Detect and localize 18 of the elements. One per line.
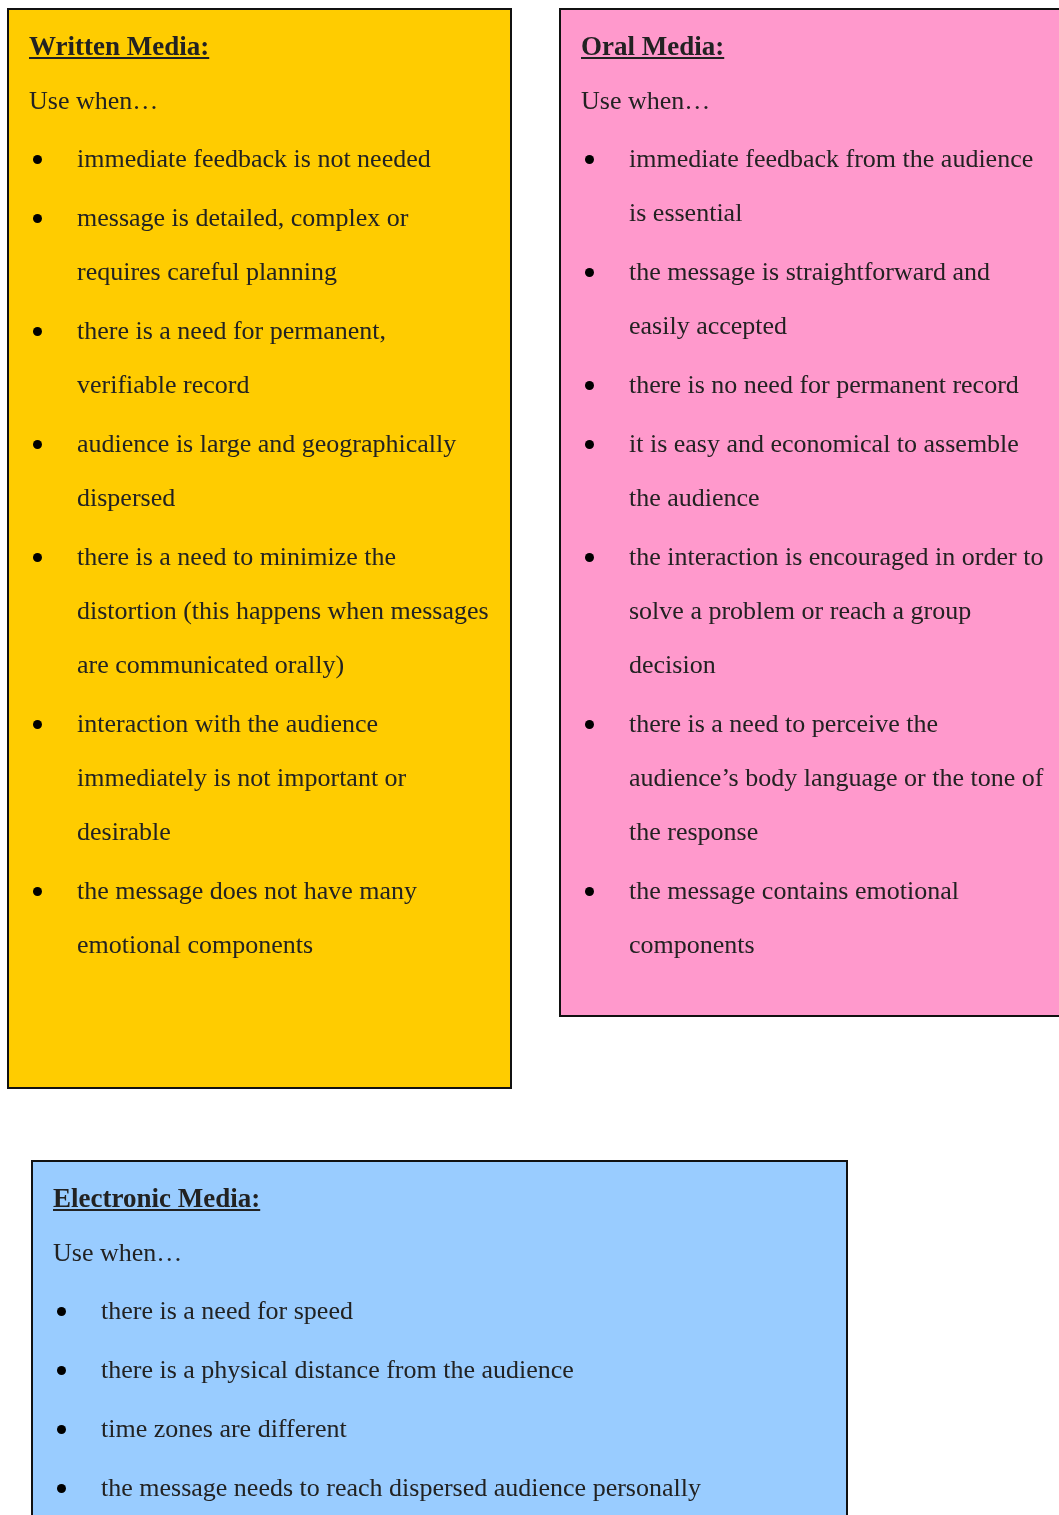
intro-text: Use when… — [53, 1237, 184, 1269]
bullet-text: there is a physical distance from the audience — [101, 1354, 575, 1386]
bullet-text: the message does not have many emotional components — [77, 875, 419, 961]
bullet-text: immediate feedback is not needed — [77, 143, 432, 175]
media-card — [559, 8, 1059, 1017]
card-heading: Oral Media: — [581, 30, 726, 63]
card-heading: Written Media: — [29, 30, 211, 63]
intro-text: Use when… — [29, 85, 160, 117]
bullet-text: the message contains emotional components — [629, 875, 960, 961]
bullet-text: there is a need for speed — [101, 1295, 354, 1327]
intro-text: Use when… — [581, 85, 712, 117]
bullet-text: there is no need for permanent record — [629, 369, 1020, 401]
card-heading: Electronic Media: — [53, 1182, 262, 1215]
media-card — [31, 1160, 848, 1515]
bullet-text: time zones are different — [101, 1413, 348, 1445]
bullet-text: the message needs to reach dispersed audience personally — [101, 1472, 702, 1504]
media-card — [7, 8, 512, 1089]
bullet-text: there is a need to minimize the distortion (this happens when messages are communicated orally) — [77, 541, 490, 681]
